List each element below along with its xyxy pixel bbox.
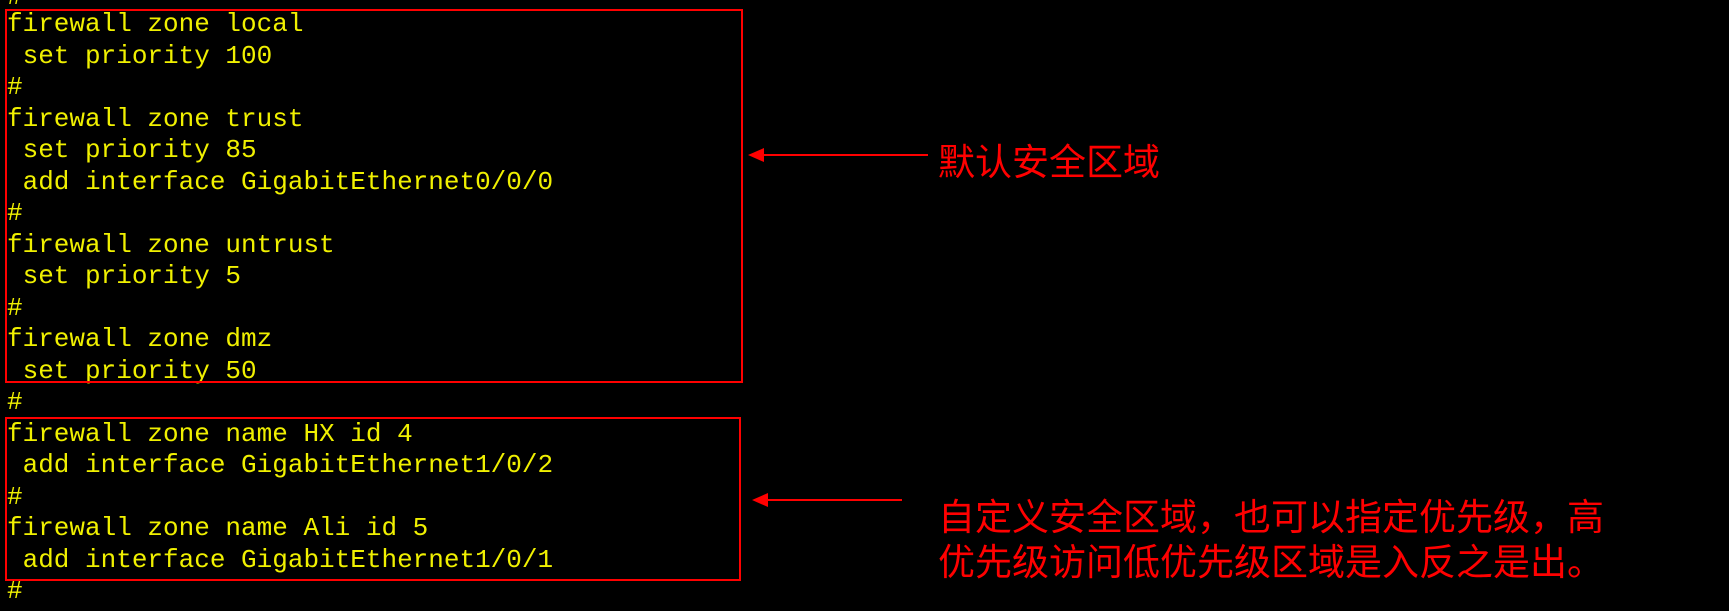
terminal-line: set priority 85 — [7, 135, 257, 165]
default-zones-highlight-box — [5, 9, 743, 383]
terminal-line: firewall zone untrust — [7, 230, 335, 260]
custom-zones-annotation-line1: 自定义安全区域，也可以指定优先级，高 — [938, 496, 1604, 539]
terminal-line: # — [7, 293, 23, 323]
custom-zones-arrow — [752, 493, 902, 507]
terminal-line: # — [7, 198, 23, 228]
terminal-line: # — [7, 72, 23, 102]
terminal-line: # — [7, 576, 23, 606]
custom-zones-annotation-line2: 优先级访问低优先级区域是入反之是出。 — [938, 541, 1604, 584]
terminal-line: firewall zone dmz — [7, 324, 273, 354]
terminal-line: firewall zone local — [7, 9, 304, 39]
terminal-line: set priority 5 — [7, 261, 242, 291]
default-zones-annotation: 默认安全区域 — [938, 141, 1160, 184]
terminal-line: add interface GigabitEthernet1/0/1 — [7, 545, 554, 575]
terminal-line: # — [7, 482, 23, 512]
default-zones-arrow — [748, 148, 928, 162]
terminal-line: add interface GigabitEthernet0/0/0 — [7, 167, 554, 197]
terminal-line: # — [7, 387, 23, 417]
terminal-line: set priority 100 — [7, 41, 273, 71]
terminal-line: firewall zone name HX id 4 — [7, 419, 413, 449]
custom-zones-highlight-box — [5, 417, 741, 581]
terminal-line: firewall zone trust — [7, 104, 304, 134]
terminal-line: firewall zone name Ali id 5 — [7, 513, 429, 543]
terminal-line: add interface GigabitEthernet1/0/2 — [7, 450, 554, 480]
